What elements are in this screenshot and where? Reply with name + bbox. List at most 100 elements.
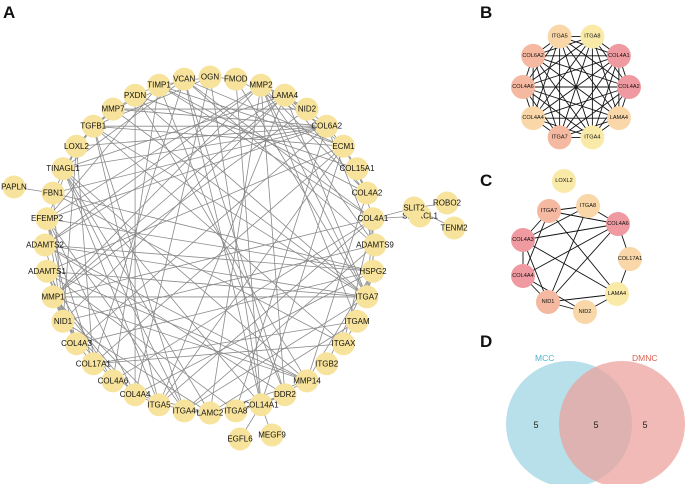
node-col15a1-circle xyxy=(345,157,369,181)
node-efemp2-label: EFEMP2 xyxy=(31,214,64,223)
b-node-itga8: ITGA8 xyxy=(580,24,605,49)
node-itgax-label: ITGAX xyxy=(331,339,356,348)
node-loxl2-circle xyxy=(65,134,89,158)
c-node-lama4-label: LAMA4 xyxy=(608,291,626,297)
c-node-itga8: ITGA8 xyxy=(576,194,600,218)
node-itga4-label: ITGA4 xyxy=(173,406,197,415)
network-a-edge-49 xyxy=(184,78,344,147)
c-node-col17a1-label: COL17A1 xyxy=(618,256,643,262)
c-node-nid2-circle xyxy=(573,300,597,324)
node-egfl6-label: EGFL6 xyxy=(227,435,253,444)
node-papln-label: PAPLN xyxy=(1,183,27,192)
b-node-col4a4-label: COL4A4 xyxy=(522,115,543,121)
network-b-edge-2 xyxy=(591,36,620,119)
node-itga4-circle xyxy=(172,399,196,423)
network-a-edge-26 xyxy=(44,94,286,246)
b-node-col6a2: COL6A2 xyxy=(521,43,546,68)
network-a-edge-137 xyxy=(46,84,160,219)
node-col4a4: COL4A4 xyxy=(120,383,151,407)
node-timp1-circle xyxy=(147,73,171,97)
node-col4a4-label: COL4A4 xyxy=(120,390,151,399)
node-col4a3-circle xyxy=(65,332,89,356)
node-tinagl1-circle xyxy=(51,157,75,181)
network-c: LOXL2ITGA8COL4A6COL17A1LAMA4NID2NID1COL4… xyxy=(511,169,642,324)
c-node-itga7-label: ITGA7 xyxy=(541,208,557,214)
node-nid1-label: NID1 xyxy=(54,317,73,326)
network-a-edge-90 xyxy=(52,296,308,382)
node-tgfb1-label: TGFB1 xyxy=(80,122,106,131)
node-lama4-label: LAMA4 xyxy=(272,91,299,100)
c-node-loxl2: LOXL2 xyxy=(552,169,576,193)
network-a-edge-97 xyxy=(44,244,286,396)
network-a-edge-110 xyxy=(62,168,185,412)
node-megf9: MEGF9 xyxy=(258,423,286,447)
network-a-edge-92 xyxy=(44,244,308,382)
network-b-edge-29 xyxy=(559,36,620,119)
venn-circle-dmnc xyxy=(559,361,685,484)
node-mmp2-circle xyxy=(249,73,273,97)
network-a-edge-11 xyxy=(260,84,376,246)
node-efemp2: EFEMP2 xyxy=(31,207,64,231)
network-a-edge-99 xyxy=(183,78,286,395)
node-robo2-label: ROBO2 xyxy=(433,199,462,208)
network-a-edge-136 xyxy=(46,146,77,219)
node-slit2-label: SLIT2 xyxy=(403,204,425,213)
node-ogn: OGN xyxy=(198,65,222,89)
c-node-loxl2-circle xyxy=(552,169,576,193)
node-col15a1: COL15A1 xyxy=(339,157,375,181)
node-mmp14-circle xyxy=(295,369,319,393)
node-mmp7-label: MMP7 xyxy=(101,105,125,114)
c-node-col4a4-label: COL4A4 xyxy=(512,273,533,279)
node-itga8-label: ITGA8 xyxy=(224,406,248,415)
network-b-edge-41 xyxy=(532,36,561,119)
node-efemp2-circle xyxy=(35,207,59,231)
node-ogn-circle xyxy=(198,65,222,89)
b-node-col4a1-circle xyxy=(606,43,631,68)
network-a-edge-106 xyxy=(134,394,211,414)
node-timp1: TIMP1 xyxy=(147,73,171,97)
network-a-edge-101 xyxy=(62,168,262,406)
network-a-edge-79 xyxy=(93,125,368,298)
node-itga8: ITGA8 xyxy=(224,399,248,423)
node-vcan: VCAN xyxy=(172,67,196,91)
venn-count-dmnc-only: 5 xyxy=(642,420,647,430)
c-node-col4a6-label: COL4A6 xyxy=(607,221,628,227)
b-node-itga7-label: ITGA7 xyxy=(552,134,568,140)
node-tgfb1-circle xyxy=(81,114,105,138)
b-node-itga5-circle xyxy=(547,24,572,49)
node-itgax: ITGAX xyxy=(331,332,356,356)
node-hspg2: HSPG2 xyxy=(359,259,387,283)
b-node-itga5: ITGA5 xyxy=(547,24,572,49)
node-itga7-label: ITGA7 xyxy=(355,292,379,301)
node-col4a6: COL4A6 xyxy=(98,369,129,393)
c-node-nid1-circle xyxy=(536,290,560,314)
node-lamc2: LAMC2 xyxy=(197,401,224,425)
network-a-edge-64 xyxy=(183,244,376,412)
node-mmp1-label: MMP1 xyxy=(42,292,66,301)
network-a-edge-122 xyxy=(112,85,160,381)
network-a-edge-20 xyxy=(284,95,344,147)
node-pxdn-circle xyxy=(123,83,147,107)
network-a-edge-22 xyxy=(284,95,368,298)
venn-count-mcc-only: 5 xyxy=(533,420,538,430)
network-a-edge-109 xyxy=(46,218,185,412)
node-mmp1: MMP1 xyxy=(41,285,66,309)
network-a-edge-103 xyxy=(46,270,237,412)
network-a-edge-83 xyxy=(209,320,358,414)
node-col15a1-label: COL15A1 xyxy=(339,164,375,173)
node-adamts1-label: ADAMTS1 xyxy=(28,267,66,276)
node-itga5-label: ITGA5 xyxy=(147,400,171,409)
panel-b-letter: B xyxy=(480,3,492,22)
c-node-col4a3-circle xyxy=(511,228,535,252)
node-mmp1-circle xyxy=(41,285,65,309)
network-c-edge-7 xyxy=(547,205,589,303)
node-hspg2-label: HSPG2 xyxy=(359,267,387,276)
network-a-edge-118 xyxy=(46,218,136,395)
network-c-edge-11 xyxy=(547,223,619,303)
network-a-edge-38 xyxy=(76,125,327,147)
node-col4a2-circle xyxy=(355,181,379,205)
node-tenm2: TENM2 xyxy=(440,216,468,240)
venn-diagram: MCC DMNC 5 5 5 xyxy=(506,353,685,484)
network-c-edge-10 xyxy=(522,223,619,277)
panel-c-letter: C xyxy=(480,171,492,190)
